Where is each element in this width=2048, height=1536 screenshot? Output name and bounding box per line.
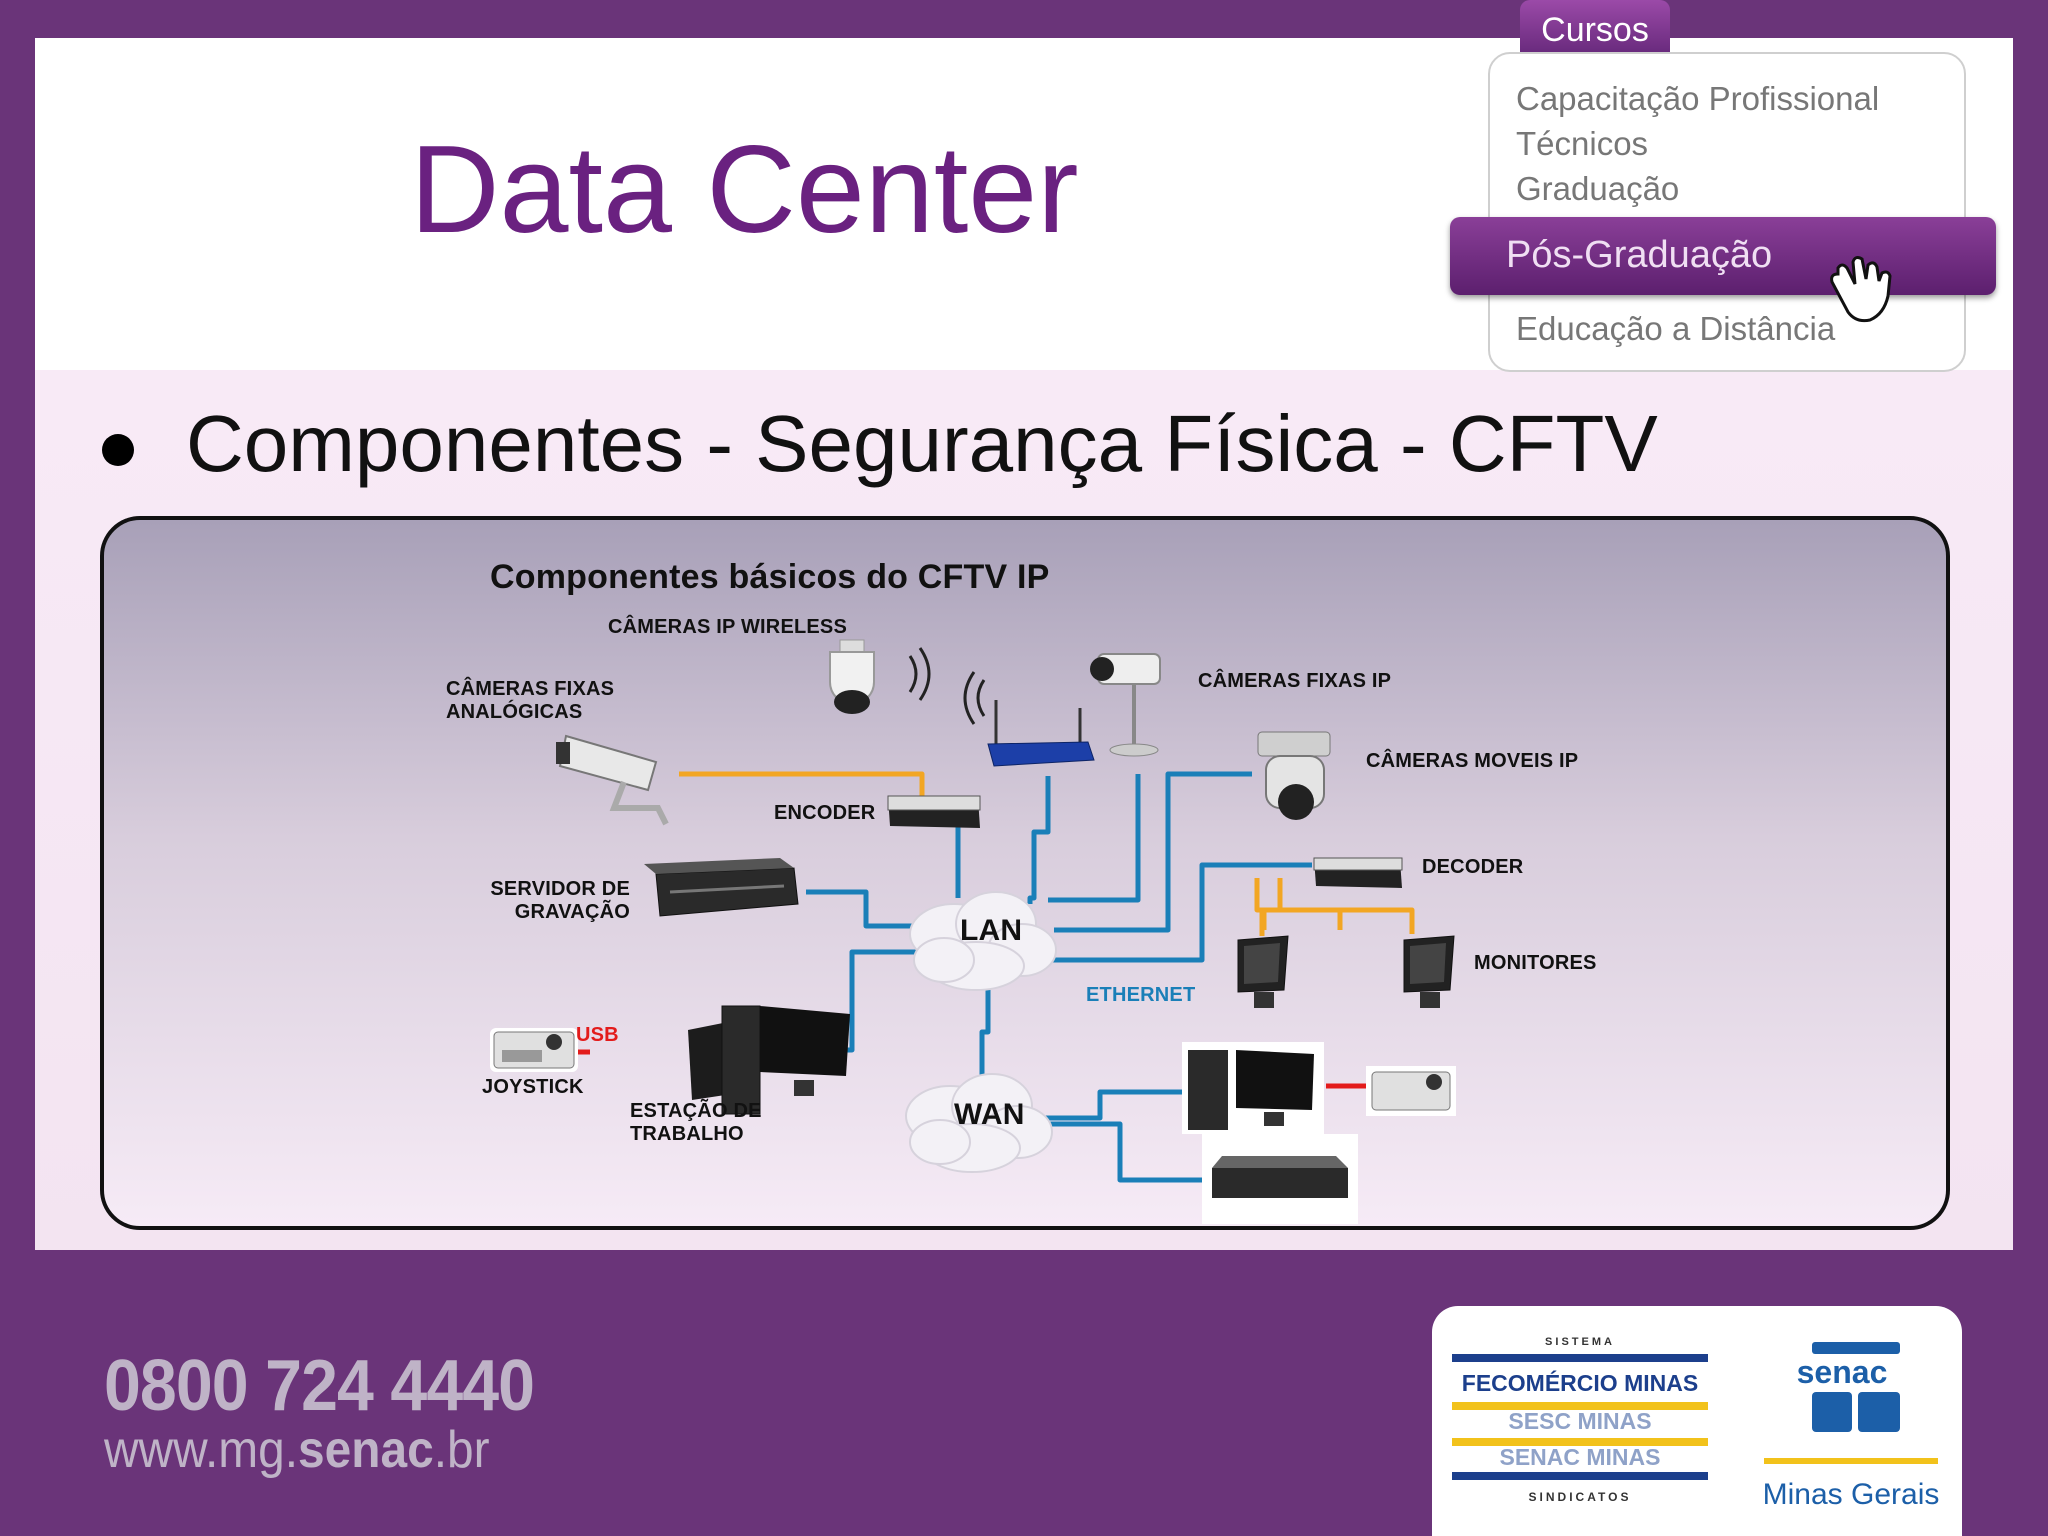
wireless-signal-icon: [908, 647, 986, 725]
recording-server-icon: [644, 858, 799, 917]
wireless-router-icon: [987, 700, 1095, 767]
label-cameras-ip-wireless: CÂMERAS IP WIRELESS: [608, 616, 848, 638]
menu-item-ead[interactable]: Educação a Distância: [1516, 310, 1836, 347]
dome-camera-icon: [829, 639, 875, 714]
eth-wireless-lan: [1027, 776, 1051, 904]
monitor-icon-left: [1237, 935, 1289, 1008]
logo-senac-name: senac: [1796, 1354, 1888, 1390]
footer-url-prefix: www.mg.: [104, 1421, 299, 1479]
label-monitores: MONITORES: [1474, 952, 1597, 974]
eth-wan-remote-workstation: [1034, 1089, 1186, 1121]
fixed-ip-camera-icon: [1090, 653, 1161, 757]
eth-decoder-lan: [1014, 862, 1312, 963]
cftv-diagram: Componentes básicos do CFTV IP CÂMERAS I…: [100, 516, 1950, 1230]
menu-item-tecnicos[interactable]: Técnicos: [1516, 125, 1649, 162]
label-servidor-2: GRAVAÇÃO: [514, 901, 630, 923]
logo-fecomercio: FECOMÉRCIO MINAS: [1461, 1370, 1699, 1396]
wan-cloud: [905, 1073, 1053, 1173]
footer-url-bold: senac: [298, 1421, 434, 1479]
label-ethernet: ETHERNET: [1086, 984, 1196, 1006]
label-joystick: JOYSTICK: [482, 1076, 584, 1098]
eth-moving-cam-lan: [1054, 771, 1252, 933]
label-estacao-2: TRABALHO: [630, 1123, 744, 1145]
eth-server-lan: [806, 889, 934, 929]
menu-item-capacitacao[interactable]: Capacitação Profissional: [1516, 80, 1880, 117]
eth-wan-remote-server: [1034, 1121, 1206, 1183]
logo-sindicatos: SINDICATOS: [1528, 1490, 1632, 1504]
logo-bar-yellow-1: [1452, 1402, 1708, 1410]
logo-sesc: SESC MINAS: [1508, 1408, 1652, 1434]
menu-item-pos-graduacao-label: Pós-Graduação: [1506, 234, 1773, 276]
analog-camera-icon: [556, 734, 669, 826]
label-decoder: DECODER: [1422, 856, 1524, 878]
eth-fixed-cam-lan: [1048, 774, 1141, 903]
label-encoder: ENCODER: [774, 802, 876, 824]
lan-cloud: [909, 891, 1057, 991]
network-connections: [490, 639, 1456, 1224]
label-cameras-fixas-ip: CÂMERAS FIXAS IP: [1198, 670, 1392, 692]
moving-ip-camera-icon: [1257, 731, 1331, 820]
senac-logo-icon: [1812, 1342, 1900, 1432]
label-cameras-moveis-ip: CÂMERAS MOVEIS IP: [1366, 750, 1579, 772]
label-servidor-1: SERVIDOR DE: [490, 878, 630, 900]
logo-sistema: SISTEMA: [1545, 1336, 1615, 1348]
remote-joystick-icon: [1366, 1066, 1456, 1116]
workstation-icon: [688, 1005, 850, 1115]
diagram-title: Componentes básicos do CFTV IP: [490, 558, 1050, 596]
label-estacao-1: ESTAÇÃO DE: [630, 1100, 762, 1122]
logo-minas-gerais: Minas Gerais: [1762, 1478, 1940, 1511]
monitor-icon-right: [1403, 935, 1455, 1008]
logo-bar-yellow-2: [1452, 1438, 1708, 1446]
eth-lan-wan: [979, 974, 991, 1090]
footer-url[interactable]: www.mg.senac.br: [104, 1424, 490, 1476]
label-wan: WAN: [954, 1098, 1025, 1131]
footer-url-suffix: .br: [433, 1421, 490, 1479]
analog-line-camera-encoder: [679, 771, 925, 796]
footer-phone: 0800 724 4440: [104, 1346, 535, 1426]
label-cameras-fixas-analogicas-2: ANALÓGICAS: [446, 701, 583, 723]
menu-item-pos-graduacao[interactable]: [1450, 217, 1996, 295]
remote-workstation-icon: [1182, 1042, 1324, 1134]
menu-item-graduacao[interactable]: Graduação: [1516, 170, 1680, 207]
hand-cursor-icon: [1830, 256, 1892, 323]
decoder-icon: [1313, 857, 1403, 888]
logo-bar-bottom: [1452, 1472, 1708, 1480]
slide-subtitle: Componentes - Segurança Física - CFTV: [186, 399, 1658, 488]
courses-tab[interactable]: Cursos: [1520, 0, 1670, 52]
analog-line-monitors: [1259, 907, 1415, 936]
joystick-icon: [490, 1028, 578, 1072]
bullet-dot: [102, 434, 134, 466]
label-usb: USB: [576, 1024, 619, 1046]
logo-senac-minas: SENAC MINAS: [1499, 1444, 1661, 1470]
page-title: Data Center: [410, 121, 1079, 259]
encoder-icon: [887, 795, 981, 828]
remote-server-icon: [1202, 1134, 1358, 1224]
logo-senac-bar: [1764, 1458, 1938, 1464]
courses-menu: [1488, 52, 1966, 372]
logo-bar-top: [1452, 1354, 1708, 1362]
label-lan: LAN: [960, 914, 1023, 947]
label-cameras-fixas-analogicas-1: CÂMERAS FIXAS: [446, 678, 615, 700]
sponsor-logos: SISTEMA FECOMÉRCIO MINAS SESC MINAS SENA…: [1432, 1306, 1962, 1536]
